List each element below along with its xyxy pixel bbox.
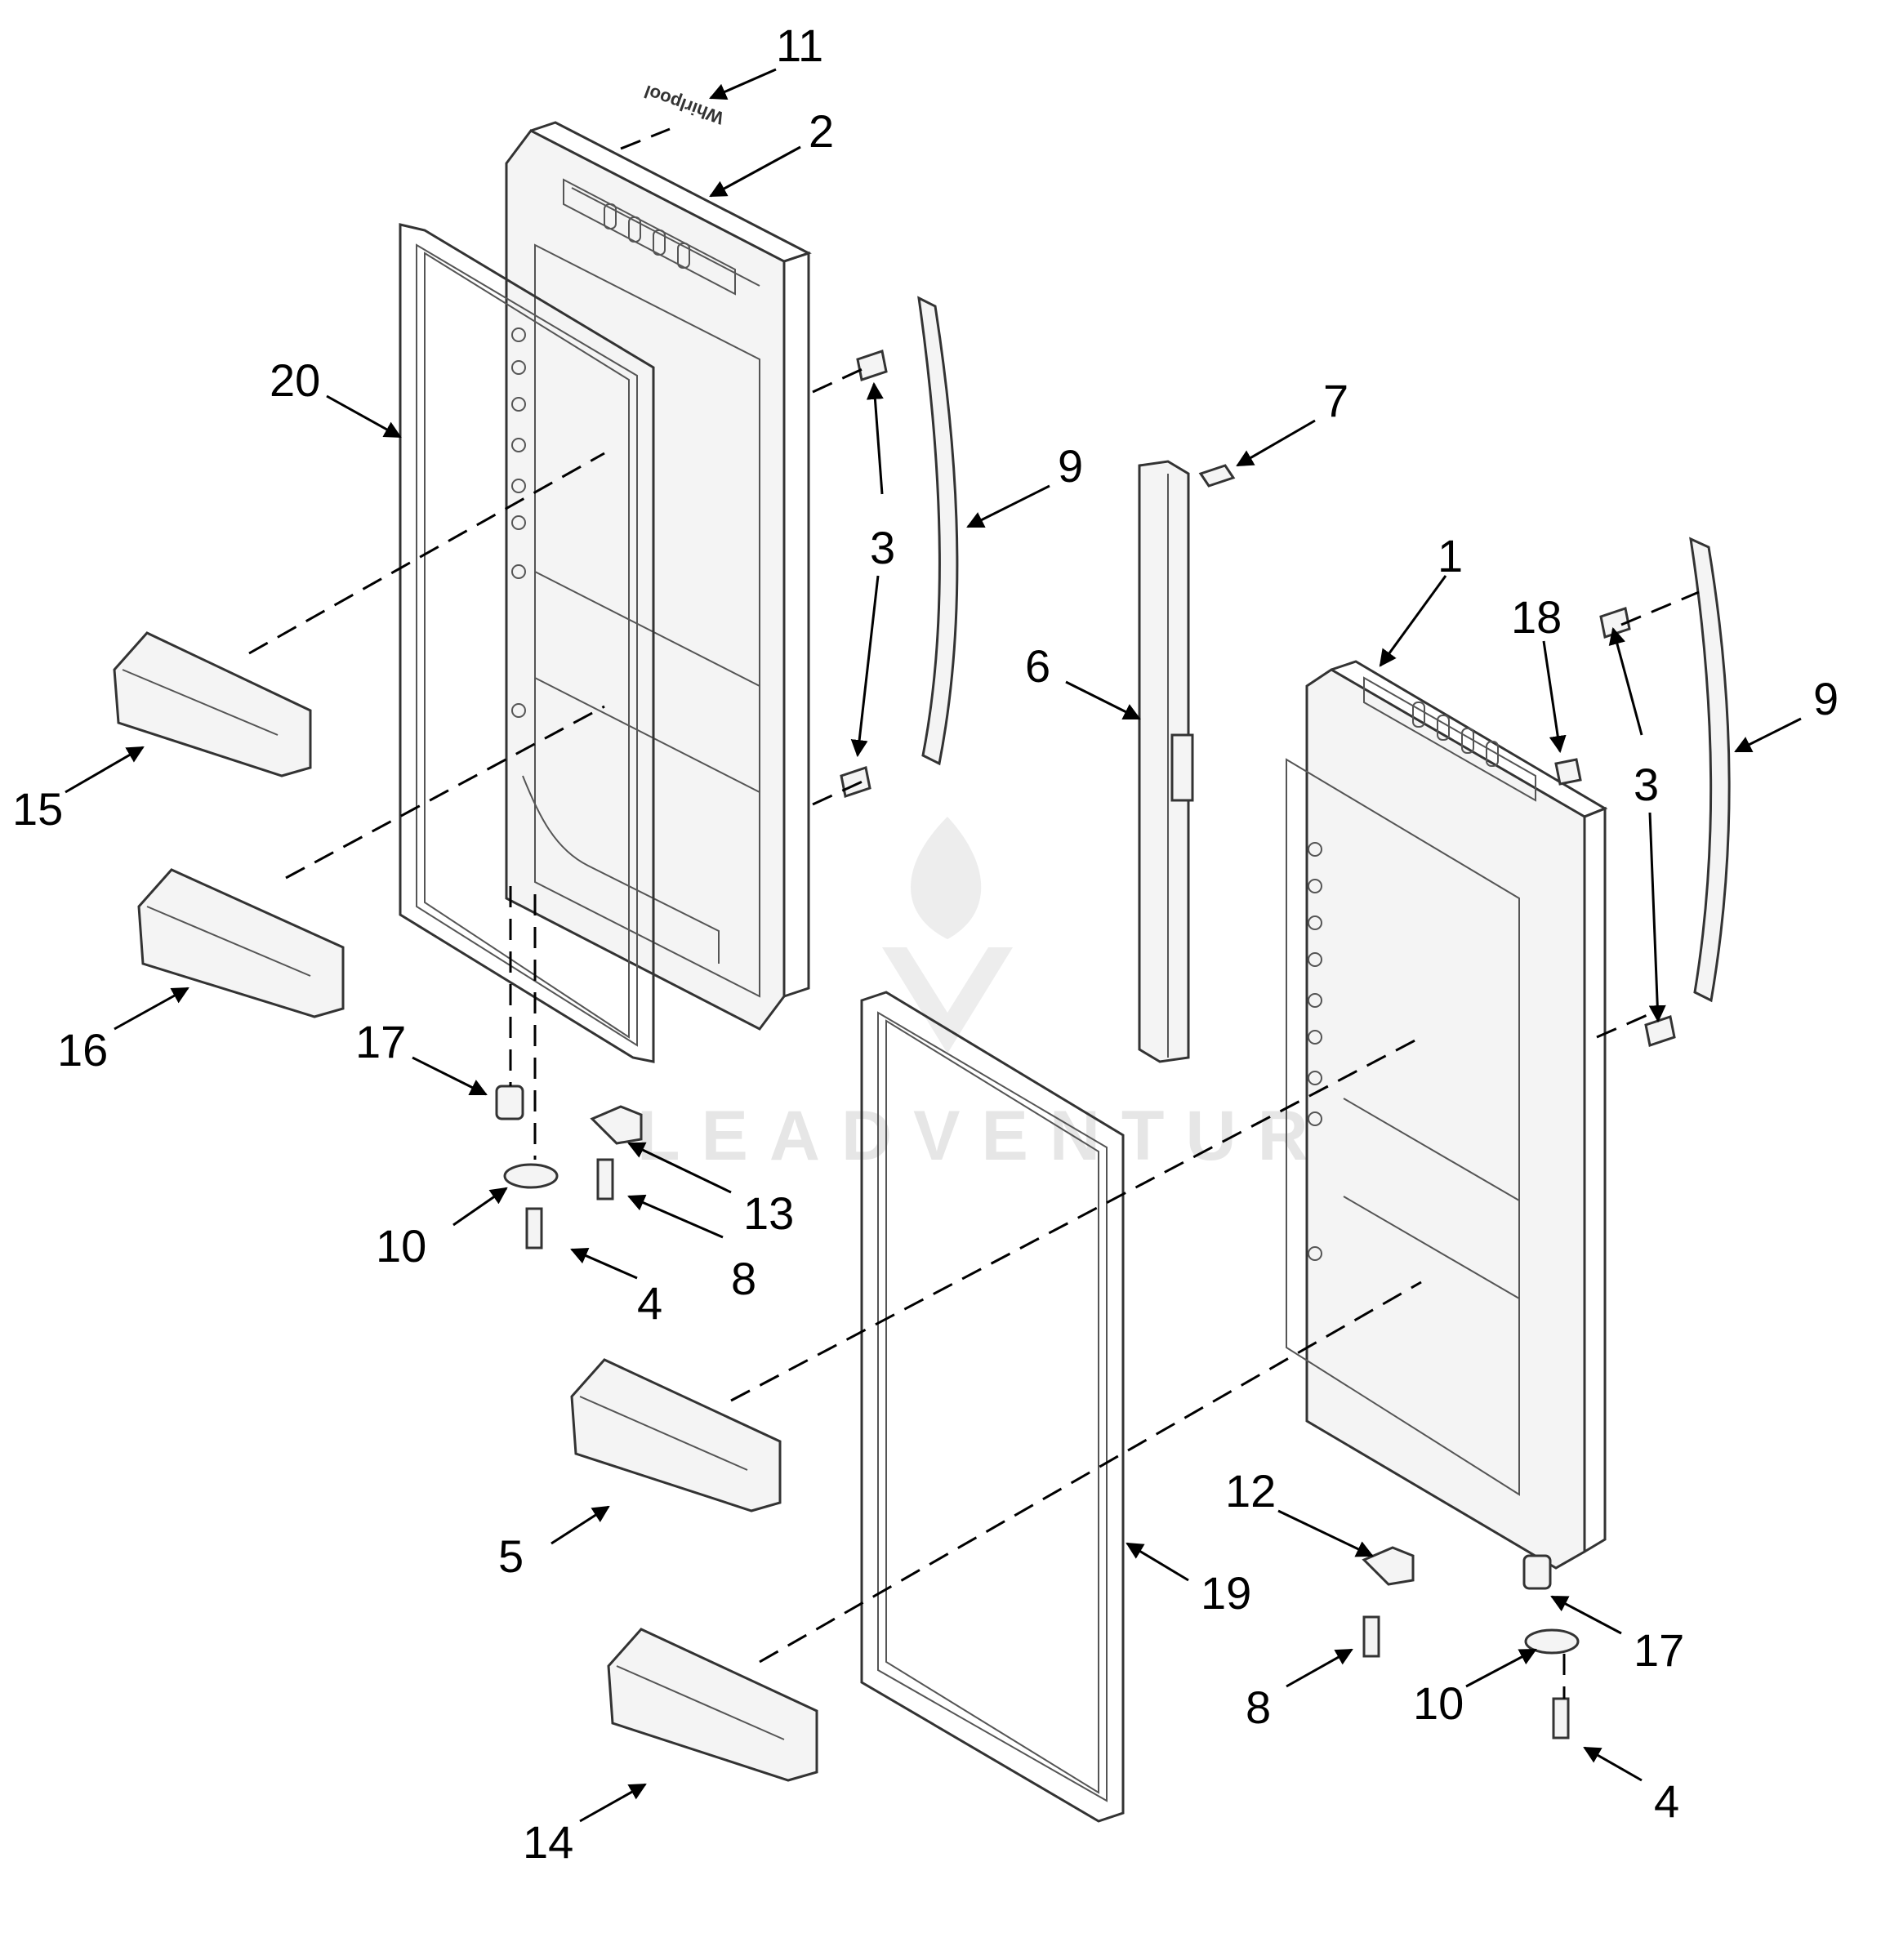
shim-part-10-left [503,1163,559,1189]
callout-7: 7 [1323,375,1348,426]
callout-17-left: 17 [355,1016,406,1067]
callout-16: 16 [57,1024,108,1076]
assembly-dashed-lines [248,127,1700,1699]
callout-3-right: 3 [1634,759,1659,810]
shim-part-10-right [1524,1628,1580,1655]
callout-19: 19 [1201,1567,1251,1619]
callout-10-right: 10 [1413,1677,1464,1729]
right-door-handle-recess [1363,676,1536,802]
screw-part-7 [1198,464,1236,488]
callout-5: 5 [498,1530,524,1582]
screw-part-8-left [596,1158,614,1200]
callout-9-left: 9 [1058,440,1083,492]
right-handle-studs-part-3 [1599,607,1676,1047]
hinge-pin-part-17-left [495,1085,524,1120]
shelf-peg-column [511,327,526,718]
callout-2: 2 [809,105,834,157]
screw-part-8-right [1362,1615,1380,1658]
callout-labels: 11 2 20 3 9 7 6 1 18 3 9 15 16 17 10 4 1… [12,20,1839,1868]
callout-4-right: 4 [1654,1775,1679,1827]
callout-1: 1 [1438,530,1463,581]
clip-part-13 [590,1105,643,1145]
callout-6: 6 [1025,640,1050,692]
center-flip-mullion-part-6 [1138,460,1194,1063]
door-bin-part-15 [113,631,312,777]
callout-8-left: 8 [731,1253,756,1304]
leader-arrows [65,68,1802,1823]
callout-20: 20 [270,354,320,406]
logo-badge-part-11: Whirlpool [641,81,726,128]
right-shelf-peg-column [1308,842,1322,1261]
left-gasket-part-20 [399,223,655,1063]
screw-part-4-right [1552,1697,1570,1740]
right-door-part-1 [1286,660,1608,1570]
right-gasket-part-19 [860,991,1125,1823]
callout-3-left: 3 [870,522,895,573]
callout-14: 14 [523,1816,573,1868]
left-handle-studs-part-3 [840,350,888,798]
hinge-pin-part-17-right [1522,1554,1552,1590]
callout-12: 12 [1225,1465,1276,1517]
door-top-handle-recess [563,178,736,296]
left-door-part-2 [505,121,812,1031]
left-handle-part-9 [917,296,959,766]
watermark-text: LEADVENTURE [637,1097,1397,1175]
callout-15: 15 [12,783,63,835]
callout-4-left: 4 [637,1277,662,1329]
hinge-cap-part-18 [1554,758,1582,786]
screw-part-4-left [525,1207,543,1250]
watermark: LEADVENTURE [637,817,1397,1175]
callout-18: 18 [1511,591,1562,643]
callout-13: 13 [743,1187,794,1239]
clip-part-12 [1362,1546,1415,1586]
callout-11: 11 [776,20,823,71]
right-handle-part-9 [1689,537,1731,1003]
callout-8-right: 8 [1246,1682,1271,1733]
logo-label: Whirlpool [641,81,726,128]
callout-17-right: 17 [1634,1624,1684,1676]
door-bin-part-14 [607,1628,818,1782]
door-bin-part-16 [137,868,345,1018]
callout-9-right: 9 [1813,673,1839,724]
door-bin-part-5 [570,1358,782,1512]
callout-10-left: 10 [376,1220,426,1272]
